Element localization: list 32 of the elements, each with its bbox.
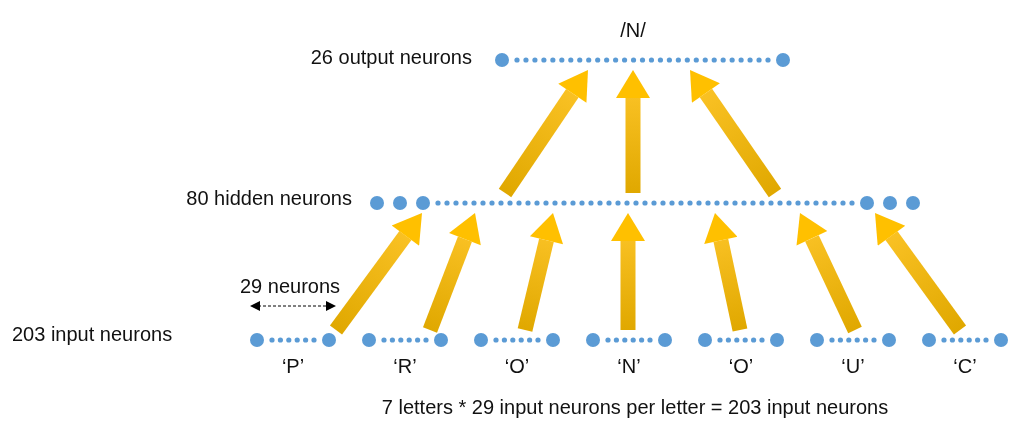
letter-label: ‘C’ — [953, 354, 977, 378]
arrow — [690, 70, 782, 198]
letter-label: ‘U’ — [841, 354, 865, 378]
arrow — [423, 213, 481, 333]
letter-label: ‘O’ — [504, 354, 530, 378]
arrow — [704, 213, 748, 332]
arrow — [329, 213, 422, 335]
caption: 7 letters * 29 input neurons per letter = 203 input neurons — [381, 395, 889, 419]
arrow — [875, 213, 967, 335]
neuron-row — [698, 330, 784, 350]
neuron-row — [362, 330, 448, 350]
layer-label: 26 output neurons — [310, 45, 472, 69]
arrow — [498, 70, 588, 198]
letter-label: ‘P’ — [281, 354, 305, 378]
neuron-row — [495, 50, 790, 70]
arrow — [517, 213, 563, 332]
arrow — [616, 70, 650, 193]
neuron-row — [586, 330, 672, 350]
letter-label: ‘O’ — [728, 354, 754, 378]
layer-label: 80 hidden neurons — [186, 186, 352, 210]
output-label: /N/ — [620, 18, 646, 42]
neuron-row — [370, 193, 920, 213]
letter-label: ‘N’ — [617, 354, 641, 378]
dimension-label: 29 neurons — [239, 274, 341, 298]
neuron-row — [474, 330, 560, 350]
layer-label: 203 input neurons — [12, 322, 173, 346]
neuron-row — [810, 330, 896, 350]
neuron-row — [922, 330, 1008, 350]
neuron-row — [250, 330, 336, 350]
arrow — [796, 213, 862, 334]
arrow — [611, 213, 645, 330]
letter-label: ‘R’ — [393, 354, 417, 378]
